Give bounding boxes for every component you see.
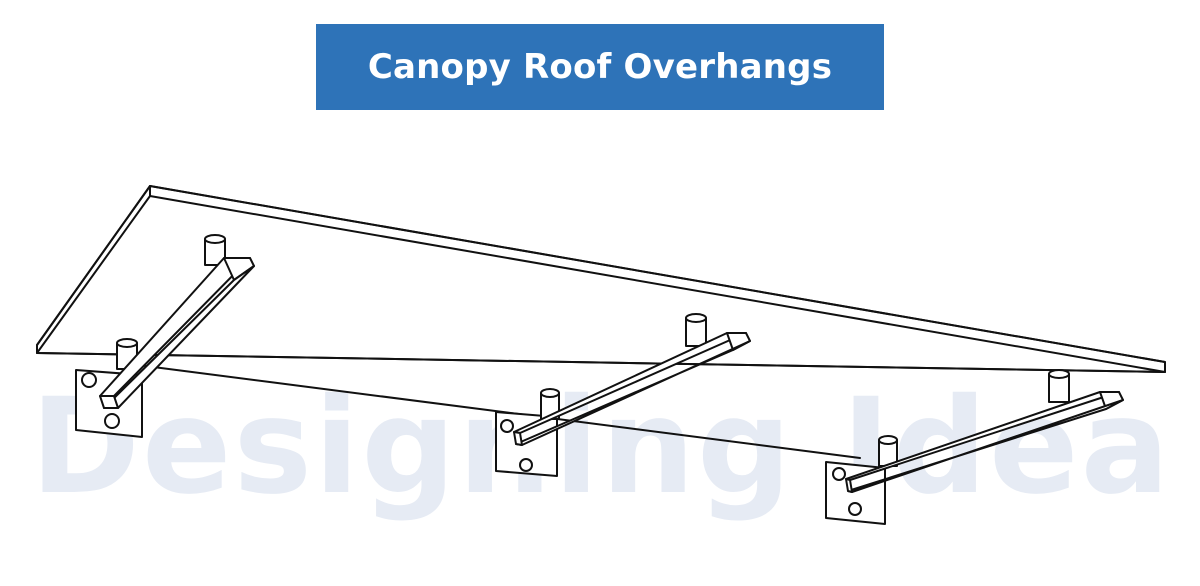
bracket-right xyxy=(825,369,1124,525)
title-banner: Canopy Roof Overhangs xyxy=(316,24,884,110)
page-title: Canopy Roof Overhangs xyxy=(367,47,833,87)
canopy-slab xyxy=(36,185,1166,459)
bracket-middle xyxy=(495,313,751,477)
bracket-left xyxy=(75,234,255,438)
